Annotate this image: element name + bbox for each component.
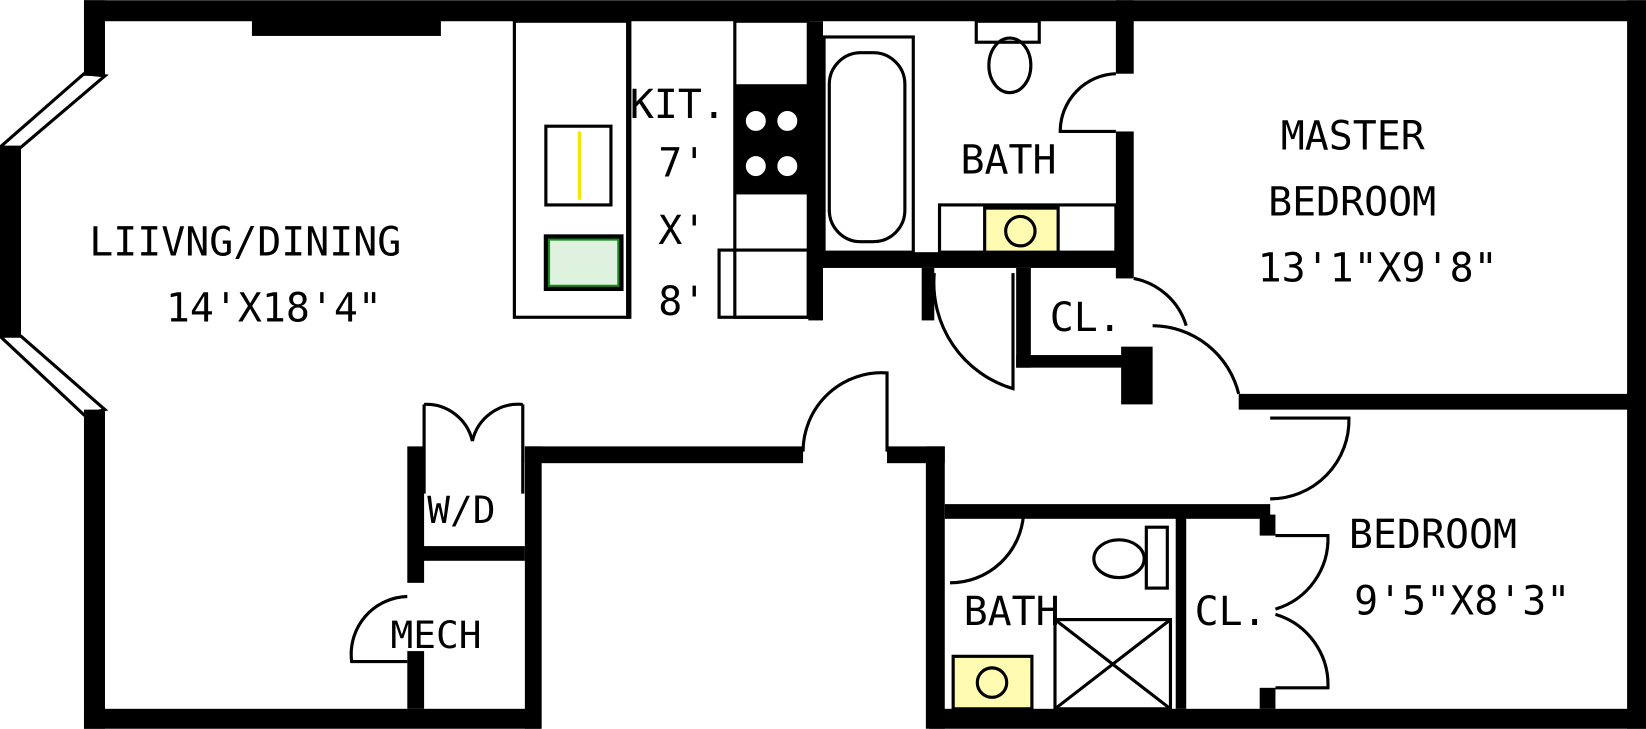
master-bedroom-label-2: BEDROOM: [1268, 179, 1436, 225]
master-bedroom-size: 13'1"X9'8": [1258, 246, 1498, 292]
washer-dryer-label: W/D: [427, 488, 495, 532]
living-dining-label: LIIVNG/DINING: [89, 219, 401, 265]
kitchen-fixtures: [512, 19, 810, 319]
sink-icon: [544, 124, 613, 207]
doors: [349, 72, 1351, 690]
kitchen-label: KIT.: [630, 82, 726, 128]
bathtub-icon: [827, 51, 907, 244]
bath-fixtures: [822, 19, 1173, 711]
bedroom-size: 9'5"X8'3": [1354, 578, 1570, 624]
bath-label: BATH: [961, 137, 1057, 183]
mech-label: MECH: [391, 613, 482, 657]
closet-2-label: CL.: [1195, 589, 1267, 635]
bath-sink-icon-2: [951, 654, 1034, 711]
toilet-icon-2: [1092, 538, 1146, 580]
fridge-icon: [717, 248, 810, 319]
living-dining-size: 14'X18'4": [166, 285, 382, 331]
bay-window: [0, 72, 1639, 620]
toilet-icon: [987, 36, 1033, 95]
bedroom-label: BEDROOM: [1349, 512, 1517, 558]
bath-2-label: BATH: [964, 589, 1060, 635]
shower-icon: [1053, 618, 1173, 711]
closet-label: CL.: [1050, 295, 1122, 341]
stove-icon: [734, 84, 809, 195]
master-bedroom-label-1: MASTER: [1281, 113, 1425, 159]
kitchen-dim-2: X': [658, 208, 706, 254]
kitchen-dim-3: 8': [658, 279, 706, 325]
kitchen-dim-1: 7': [658, 141, 706, 187]
